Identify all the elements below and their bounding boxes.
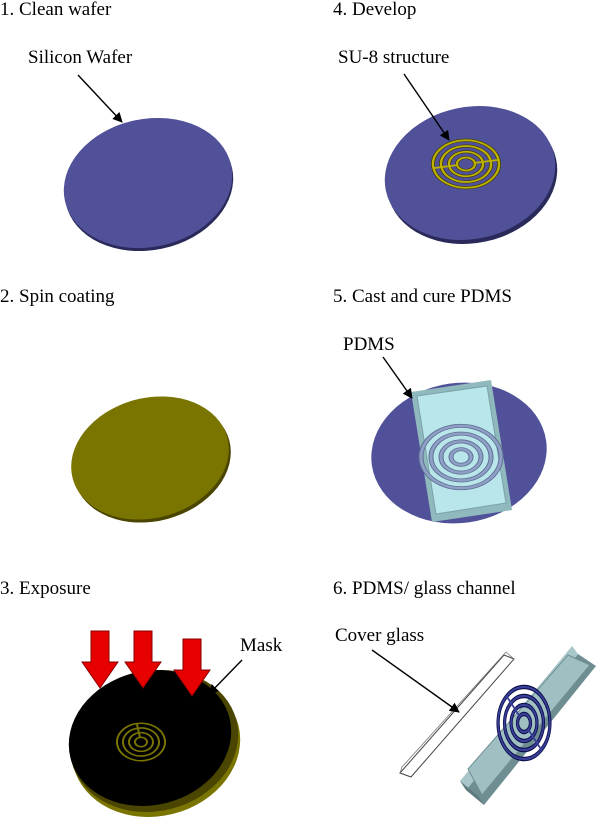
pdms-label: PDMS (343, 334, 395, 355)
clean-wafer-disk (63, 117, 234, 252)
su8-pointer (403, 73, 450, 141)
mask-pointer (208, 659, 243, 695)
su8-structure (431, 138, 501, 190)
step-2-title: 2. Spin coating (0, 286, 115, 307)
uv-arrow-2 (124, 630, 162, 689)
mask-label: Mask (240, 635, 283, 656)
pdms-cast-wafer (371, 380, 547, 524)
developed-wafer (384, 106, 558, 244)
pdms-pointer (382, 356, 413, 399)
silicon-wafer-label: Silicon Wafer (28, 47, 133, 68)
uv-arrow-1 (81, 630, 119, 689)
exposure-stack (68, 670, 241, 817)
pdms-glass-chip (460, 646, 596, 805)
step-6-title: 6. PDMS/ glass channel (333, 578, 516, 599)
uv-arrow-3 (173, 638, 211, 697)
step-4-title: 4. Develop (333, 0, 417, 20)
step-5-title: 5. Cast and cure PDMS (333, 286, 512, 307)
spin-coated-wafer (71, 396, 231, 523)
su8-structure-label: SU-8 structure (338, 47, 450, 68)
silicon-wafer-pointer (77, 74, 123, 123)
uv-arrows (81, 630, 211, 697)
cover-glass-pointer (371, 649, 460, 713)
step-1-title: 1. Clean wafer (0, 0, 112, 20)
cover-glass-label: Cover glass (335, 625, 425, 646)
photomask (68, 670, 232, 806)
step-3-title: 3. Exposure (0, 578, 91, 599)
